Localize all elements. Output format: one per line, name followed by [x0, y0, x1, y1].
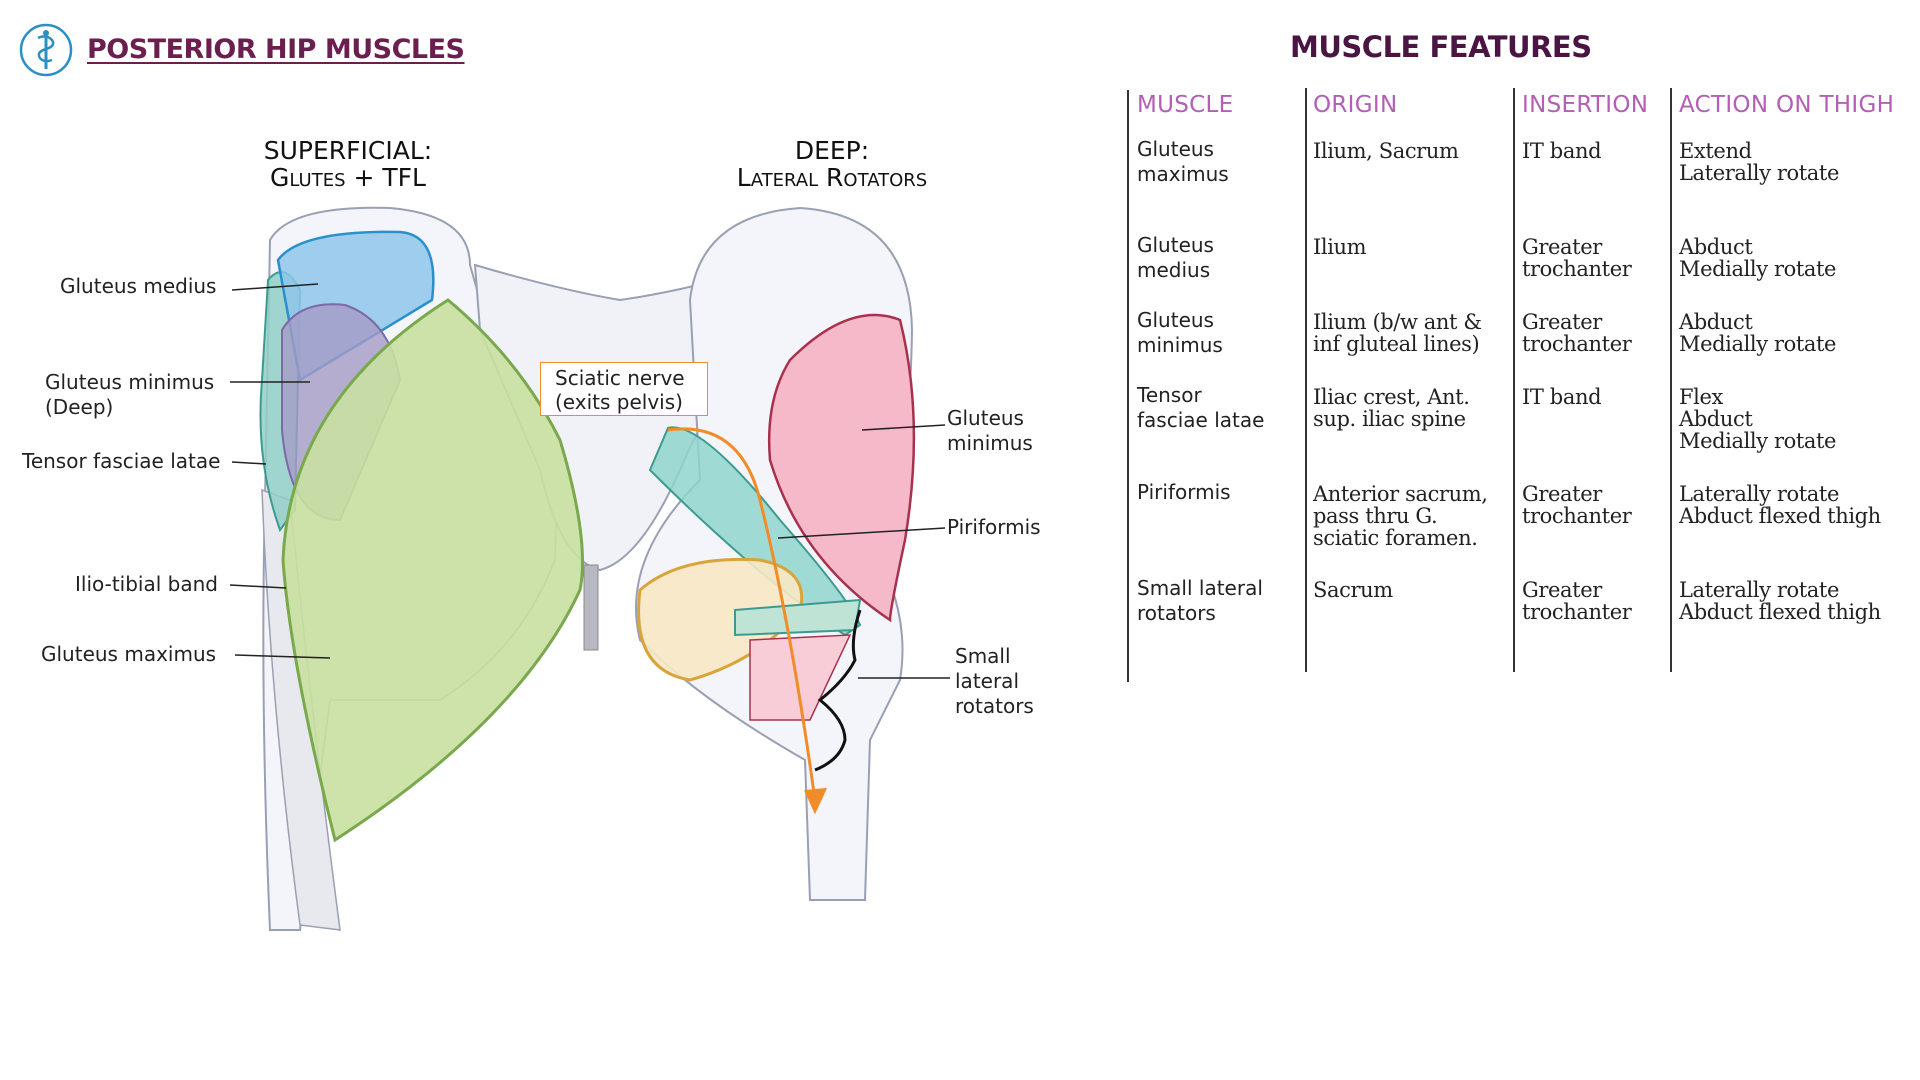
- table-cell-origin: Sacrum: [1313, 578, 1393, 602]
- table-cell-muscle: Tensor fasciae latae: [1137, 383, 1265, 432]
- table-divider-1: [1127, 90, 1129, 682]
- label-gluteus-minimus-left: Gluteus minimus (Deep): [45, 370, 215, 419]
- features-title: MUSCLE FEATURES: [1290, 30, 1592, 64]
- sciatic-nerve-callout: Sciatic nerve (exits pelvis): [540, 362, 708, 416]
- col-header-insertion: INSERTION: [1522, 92, 1649, 118]
- table-cell-origin: Ilium (b/w ant & inf gluteal lines): [1313, 310, 1482, 356]
- label-gluteus-medius: Gluteus medius: [60, 274, 217, 298]
- table-cell-origin: Anterior sacrum, pass thru G. sciatic fo…: [1313, 482, 1488, 550]
- gluteus-minimus-right: [767, 313, 916, 623]
- table-cell-insertion: IT band: [1522, 385, 1602, 409]
- sciatic-nerve: [667, 427, 817, 801]
- table-cell-muscle: Gluteus minimus: [1137, 308, 1223, 357]
- col-header-action: ACTION ON THIGH: [1679, 92, 1895, 118]
- table-cell-muscle: Gluteus medius: [1137, 233, 1214, 282]
- table-divider-2: [1305, 88, 1307, 672]
- table-divider-4: [1670, 88, 1672, 672]
- coccyx: [583, 564, 599, 651]
- quadratus-femoris: [749, 634, 852, 721]
- gluteus-maximus: [281, 298, 584, 843]
- caduceus-icon: [19, 23, 73, 77]
- table-divider-3: [1513, 88, 1515, 672]
- table-cell-muscle: Piriformis: [1137, 480, 1231, 504]
- superficial-heading: SUPERFICIAL: Glutes + TFL: [238, 137, 458, 191]
- deep-heading-line1: DEEP:: [794, 136, 870, 165]
- table-cell-origin: Iliac crest, Ant. sup. iliac spine: [1313, 385, 1470, 431]
- small-rotators-brace: [814, 609, 862, 772]
- table-cell-insertion: Greater trochanter: [1522, 578, 1632, 624]
- col-header-muscle: MUSCLE: [1137, 92, 1234, 118]
- label-piriformis: Piriformis: [947, 515, 1041, 539]
- table-cell-action: Flex Abduct Medially rotate: [1679, 385, 1837, 453]
- col-header-origin: ORIGIN: [1313, 92, 1398, 118]
- table-cell-insertion: IT band: [1522, 139, 1602, 163]
- deep-heading-line2: Lateral Rotators: [736, 163, 928, 192]
- table-cell-insertion: Greater trochanter: [1522, 235, 1632, 281]
- label-gluteus-minimus-right: Gluteus minimus: [947, 406, 1033, 455]
- table-cell-origin: Ilium: [1313, 235, 1367, 259]
- superficial-heading-line2: Glutes + TFL: [270, 163, 426, 192]
- table-cell-action: Abduct Medially rotate: [1679, 310, 1837, 356]
- label-gluteus-maximus: Gluteus maximus: [41, 642, 217, 666]
- table-cell-insertion: Greater trochanter: [1522, 310, 1632, 356]
- table-cell-muscle: Small lateral rotators: [1137, 576, 1263, 625]
- label-tensor-fasciae-latae: Tensor fasciae latae: [22, 449, 221, 473]
- table-cell-muscle: Gluteus maximus: [1137, 137, 1229, 186]
- sciatic-nerve-arrowhead: [804, 787, 827, 815]
- table-cell-action: Laterally rotate Abduct flexed thigh: [1679, 482, 1881, 528]
- superficial-heading-line1: SUPERFICIAL:: [263, 136, 433, 165]
- deep-heading: DEEP: Lateral Rotators: [712, 137, 952, 191]
- label-iliotibial-band: Ilio-tibial band: [75, 572, 218, 596]
- table-cell-action: Extend Laterally rotate: [1679, 139, 1839, 185]
- table-cell-origin: Ilium, Sacrum: [1313, 139, 1459, 163]
- label-small-lateral-rotators: Small lateral rotators: [955, 644, 1034, 718]
- table-cell-insertion: Greater trochanter: [1522, 482, 1632, 528]
- table-cell-action: Abduct Medially rotate: [1679, 235, 1837, 281]
- hip-anatomy-diagram: [229, 206, 950, 931]
- page-title: POSTERIOR HIP MUSCLES: [87, 34, 465, 65]
- table-cell-action: Laterally rotate Abduct flexed thigh: [1679, 578, 1881, 624]
